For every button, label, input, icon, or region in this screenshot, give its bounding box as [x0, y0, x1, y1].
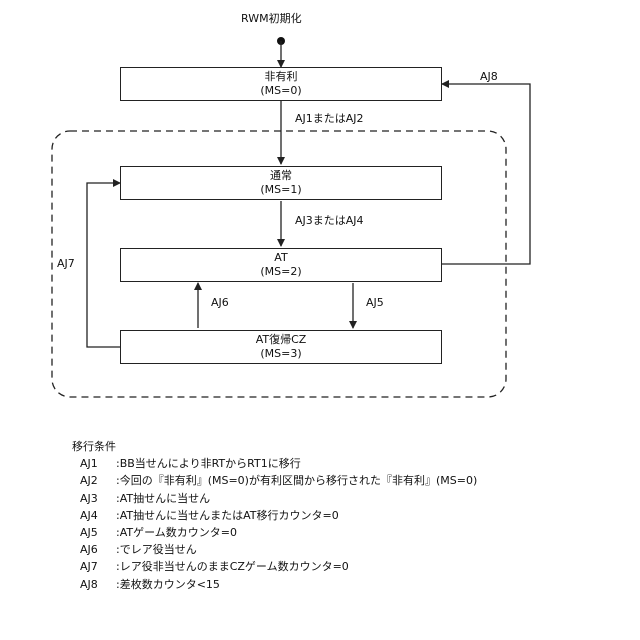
condition-code: AJ3	[80, 490, 116, 507]
condition-code: AJ1	[80, 455, 116, 472]
condition-row: AJ1:BB当せんにより非RTからRT1に移行	[72, 455, 477, 472]
arrow-ms2-to-ms0	[442, 84, 530, 264]
condition-row: AJ2:今回の『非有利』(MS=0)が有利区間から移行された『非有利』(MS=0…	[72, 472, 477, 489]
condition-code: AJ7	[80, 558, 116, 575]
condition-row: AJ7:レア役非当せんのままCZゲーム数カウンタ=0	[72, 558, 477, 575]
condition-code: AJ5	[80, 524, 116, 541]
label-aj7: AJ7	[57, 257, 75, 270]
condition-text: :今回の『非有利』(MS=0)が有利区間から移行された『非有利』(MS=0)	[116, 472, 477, 489]
state-ms0: 非有利 (MS=0)	[120, 67, 442, 101]
label-aj5: AJ5	[366, 296, 384, 309]
condition-text: :でレア役当せん	[116, 541, 197, 558]
condition-text: :AT抽せんに当せんまたはAT移行カウンタ=0	[116, 507, 339, 524]
condition-row: AJ6:でレア役当せん	[72, 541, 477, 558]
state-ms3: AT復帰CZ (MS=3)	[120, 330, 442, 364]
state-ms1-name: 通常	[121, 169, 441, 183]
condition-code: AJ4	[80, 507, 116, 524]
label-aj8: AJ8	[480, 70, 498, 83]
condition-code: AJ8	[80, 576, 116, 593]
state-ms2-code: (MS=2)	[121, 265, 441, 279]
arrow-ms3-to-ms1	[87, 183, 120, 347]
state-ms2: AT (MS=2)	[120, 248, 442, 282]
condition-text: :BB当せんにより非RTからRT1に移行	[116, 455, 301, 472]
state-ms0-code: (MS=0)	[121, 84, 441, 98]
condition-text: :ATゲーム数カウンタ=0	[116, 524, 237, 541]
state-ms0-name: 非有利	[121, 70, 441, 84]
state-ms3-name: AT復帰CZ	[121, 333, 441, 347]
label-aj1-aj2: AJ1またはAJ2	[295, 110, 364, 126]
state-ms1-code: (MS=1)	[121, 183, 441, 197]
condition-text: :AT抽せんに当せん	[116, 490, 210, 507]
conditions-title: 移行条件	[72, 438, 477, 455]
condition-text: :差枚数カウンタ<15	[116, 576, 220, 593]
state-ms1: 通常 (MS=1)	[120, 166, 442, 200]
condition-code: AJ2	[80, 472, 116, 489]
label-aj6: AJ6	[211, 296, 229, 309]
condition-text: :レア役非当せんのままCZゲーム数カウンタ=0	[116, 558, 349, 575]
start-label: RWM初期化	[241, 10, 302, 26]
condition-row: AJ4:AT抽せんに当せんまたはAT移行カウンタ=0	[72, 507, 477, 524]
transition-conditions: 移行条件 AJ1:BB当せんにより非RTからRT1に移行 AJ2:今回の『非有利…	[72, 438, 477, 593]
condition-row: AJ8:差枚数カウンタ<15	[72, 576, 477, 593]
condition-code: AJ6	[80, 541, 116, 558]
condition-row: AJ3:AT抽せんに当せん	[72, 490, 477, 507]
state-ms2-name: AT	[121, 251, 441, 265]
label-aj3-aj4: AJ3またはAJ4	[295, 212, 364, 228]
state-ms3-code: (MS=3)	[121, 347, 441, 361]
condition-row: AJ5:ATゲーム数カウンタ=0	[72, 524, 477, 541]
